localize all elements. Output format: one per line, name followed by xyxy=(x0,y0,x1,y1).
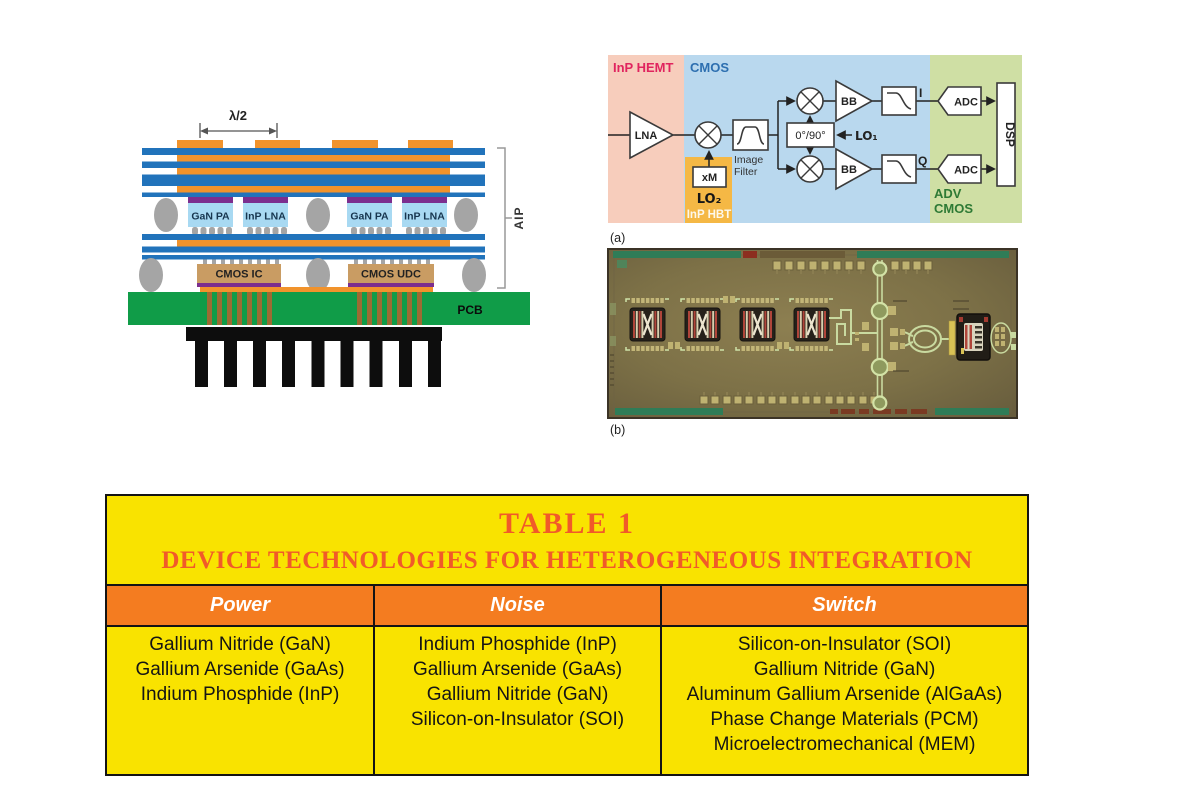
cmos-udc-chip: CMOS UDC xyxy=(348,264,434,287)
solder-balls-lower xyxy=(139,258,486,292)
solder-balls-upper xyxy=(154,198,478,232)
half-wavelength-dimension xyxy=(199,123,278,138)
power-technologies-cell: Gallium Nitride (GaN) Gallium Arsenide (… xyxy=(105,625,375,776)
gan-pa-chip-2: GaN PA xyxy=(347,197,392,235)
signal-lines xyxy=(608,96,996,174)
i-output-label: I xyxy=(919,86,922,100)
adc-block-i xyxy=(937,86,982,116)
output-device xyxy=(948,313,991,361)
table-subtitle: DEVICE TECHNOLOGIES FOR HETEROGENEOUS IN… xyxy=(161,547,973,574)
arrowhead-right-icon xyxy=(269,127,277,135)
caption-a: (a) xyxy=(610,231,625,245)
i-mixer-icon xyxy=(796,87,824,115)
chip-label: GaN PA xyxy=(350,211,389,223)
aip-label: AIP xyxy=(512,206,526,229)
table-1: TABLE 1 DEVICE TECHNOLOGIES FOR HETEROGE… xyxy=(104,494,1030,776)
dsp-label: DSP xyxy=(1003,122,1017,147)
multiplier-label: xM xyxy=(702,172,717,184)
frequency-multiplier-block xyxy=(692,166,727,188)
lowpass-curve-icon xyxy=(887,92,912,110)
chip-label: GaN PA xyxy=(191,211,230,223)
noise-technologies-cell: Indium Phosphide (InP) Gallium Arsenide … xyxy=(373,625,662,776)
lna-amplifier xyxy=(629,110,675,160)
pcb-board: PCB xyxy=(128,287,530,325)
rf-mixer-icon xyxy=(694,121,722,149)
via-rings xyxy=(870,261,889,411)
chip-label: CMOS UDC xyxy=(361,269,421,281)
lowpass-curve-icon xyxy=(887,160,912,178)
phase-shifter-block xyxy=(786,122,835,148)
bb-amplifier-i xyxy=(835,79,874,123)
half-wavelength-label: λ/2 xyxy=(229,108,247,123)
lna-label: LNA xyxy=(635,130,658,142)
image-filter-block xyxy=(732,119,769,151)
matching-pads xyxy=(855,306,905,371)
chip-label: InP LNA xyxy=(404,211,445,223)
table-title: TABLE 1 xyxy=(499,507,635,540)
bb-label-i: BB xyxy=(841,96,857,108)
dsp-block xyxy=(996,82,1016,187)
q-output-label: Q xyxy=(918,154,927,168)
heatsink xyxy=(186,327,442,387)
adc-block-q xyxy=(937,154,982,184)
adv-cmos-region-label-line2: CMOS xyxy=(934,201,973,216)
inp-lna-chip-2: InP LNA xyxy=(402,197,447,235)
column-header-power: Power xyxy=(105,584,375,627)
chip-label: InP LNA xyxy=(245,211,286,223)
pad-array-oval xyxy=(990,322,1016,354)
aip-stack-diagram: λ/2 GaN PA xyxy=(128,108,530,387)
antenna-patches xyxy=(177,140,453,148)
phase-shifter-label: 0°/90° xyxy=(795,130,825,142)
lo2-label: LO₂ xyxy=(697,192,722,207)
lowpass-filter-i xyxy=(881,86,917,116)
caption-b: (b) xyxy=(610,423,625,437)
gan-pa-chip-1: GaN PA xyxy=(188,197,233,235)
image-filter-label-line2: Filter xyxy=(734,166,758,178)
interposer-substrate xyxy=(142,234,485,260)
image-filter-label-line1: Image xyxy=(734,154,763,166)
arrowhead-left-icon xyxy=(200,127,208,135)
bb-label-q: BB xyxy=(841,164,857,176)
switch-technologies-cell: Silicon-on-Insulator (SOI) Gallium Nitri… xyxy=(659,625,1030,776)
q-mixer-icon xyxy=(796,155,824,183)
cmos-ic-chip: CMOS IC xyxy=(197,264,281,287)
column-header-switch: Switch xyxy=(659,584,1030,627)
antenna-substrate xyxy=(142,148,485,197)
bandpass-curve-icon xyxy=(736,126,765,145)
adc-label-q: ADC xyxy=(954,165,978,177)
inp-hbt-region-label: InP HBT xyxy=(687,209,732,221)
inp-hemt-region-label: InP HEMT xyxy=(613,60,673,75)
layout-markings xyxy=(610,300,969,386)
pcb-label: PCB xyxy=(457,303,483,317)
die-edge-bars xyxy=(613,251,1009,415)
chip-micrograph: (b) xyxy=(607,248,1018,437)
inp-lna-chip-1: InP LNA xyxy=(243,197,288,235)
rf-traces xyxy=(829,260,949,406)
lowpass-filter-q xyxy=(881,154,917,184)
lo1-label: LO₁ xyxy=(855,129,878,143)
table-title-cell: TABLE 1 DEVICE TECHNOLOGIES FOR HETEROGE… xyxy=(104,494,1030,586)
aip-bracket: AIP xyxy=(497,147,526,289)
adv-cmos-region-label-line1: ADV xyxy=(934,186,962,201)
chip-label: CMOS IC xyxy=(215,269,262,281)
mmic-chips: GaN PA InP LNA GaN PA InP LNA xyxy=(188,197,447,235)
bb-amplifier-q xyxy=(835,147,874,191)
cmos-region-label: CMOS xyxy=(690,60,729,75)
receiver-block-diagram: InP HEMT CMOS ADV CMOS L xyxy=(608,55,1022,245)
column-header-noise: Noise xyxy=(373,584,662,627)
adc-label-i: ADC xyxy=(954,97,978,109)
